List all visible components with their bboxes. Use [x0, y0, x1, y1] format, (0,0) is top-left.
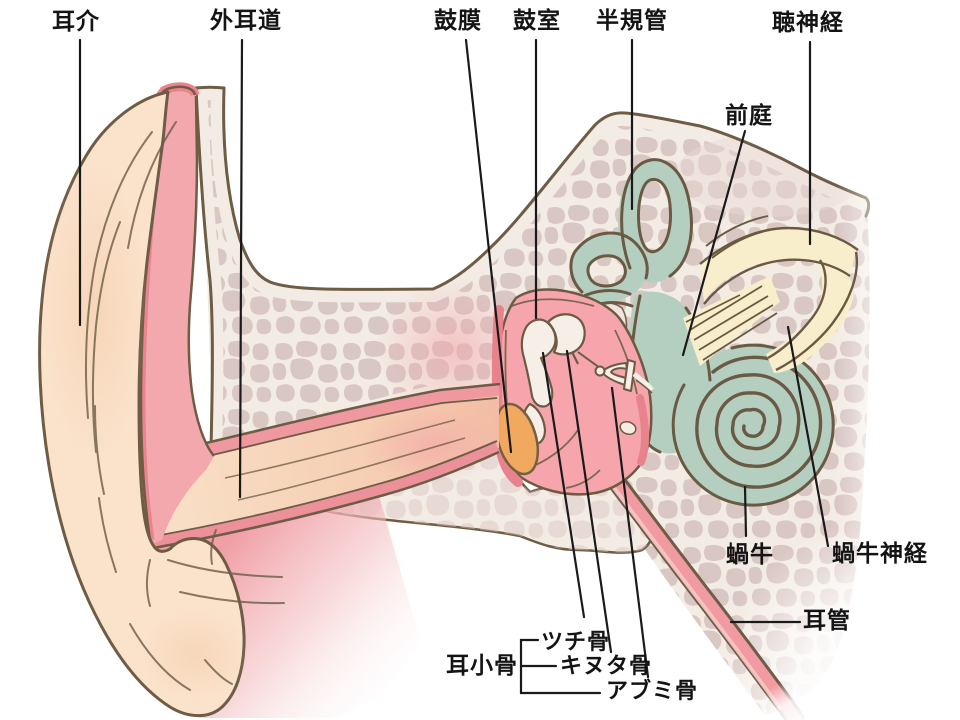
lateral-canal	[571, 233, 647, 302]
nerve-fan-lines	[685, 285, 778, 361]
label-auditory-nerve: 聴神経	[772, 10, 844, 36]
pinna-ridges	[85, 121, 285, 691]
label-eardrum: 鼓膜	[434, 8, 482, 34]
eustachian-tube	[582, 440, 848, 720]
label-cochlear-nerve: 蝸牛神経	[832, 541, 928, 567]
incus-shape	[546, 313, 586, 356]
auricle	[38, 82, 285, 718]
ossicle-bracket	[519, 638, 602, 695]
label-auricle: 耳介	[52, 9, 100, 35]
leader-lines	[78, 38, 830, 695]
label-vestibule: 前庭	[725, 103, 773, 129]
label-incus: キヌタ骨	[560, 654, 653, 679]
leader-ear-canal	[238, 38, 244, 499]
leader-incus	[565, 349, 613, 654]
leader-eardrum	[464, 38, 513, 454]
label-malleus: ツチ骨	[541, 630, 611, 655]
label-stapes: アブミ骨	[606, 679, 699, 704]
label-semicircular-canals: 半規管	[596, 8, 668, 34]
leader-stapes	[610, 386, 650, 679]
auditory-nerve-bundle	[683, 215, 859, 373]
label-ossicles: 耳小骨	[446, 653, 518, 679]
vestibular-nerve	[700, 227, 856, 302]
nerve-fan-area	[683, 276, 780, 366]
label-eustachian-tube: 耳管	[803, 608, 851, 634]
leader-cochlear-nerve	[786, 325, 830, 548]
round-window	[619, 420, 637, 436]
label-ear-canal: 外耳道	[210, 8, 282, 34]
cochlea	[673, 345, 833, 505]
leader-cochlea	[743, 485, 748, 538]
leader-malleus	[541, 351, 586, 619]
label-cochlea: 蝸牛	[726, 542, 774, 568]
stapes-footplate	[623, 359, 636, 392]
leader-vestibule	[681, 129, 747, 357]
label-tympanic-cavity: 鼓室	[513, 8, 561, 34]
